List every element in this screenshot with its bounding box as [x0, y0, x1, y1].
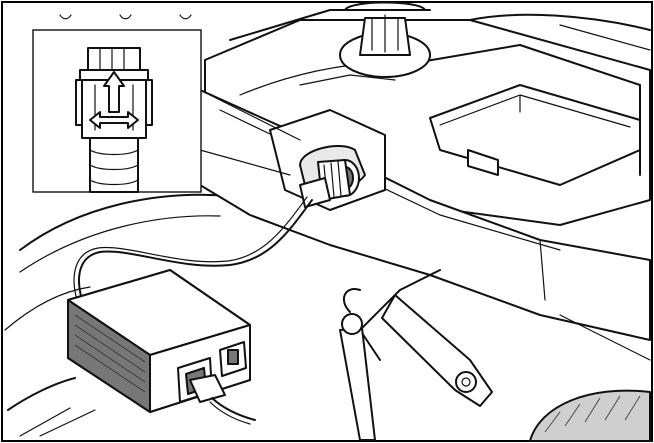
diagnostic-module — [67, 269, 256, 425]
arrow-left-right-icon — [89, 111, 139, 129]
linkage-arm — [339, 288, 493, 441]
steering-column — [339, 1, 431, 78]
callout-leader — [199, 89, 301, 176]
diagnostic-cable — [73, 196, 313, 301]
rear-tire — [529, 389, 651, 442]
diagnostic-socket — [269, 109, 386, 211]
inset-detail — [32, 29, 202, 193]
mower-deck — [4, 193, 231, 437]
top-edge-marks — [59, 14, 192, 20]
arrow-up-icon — [103, 71, 125, 113]
